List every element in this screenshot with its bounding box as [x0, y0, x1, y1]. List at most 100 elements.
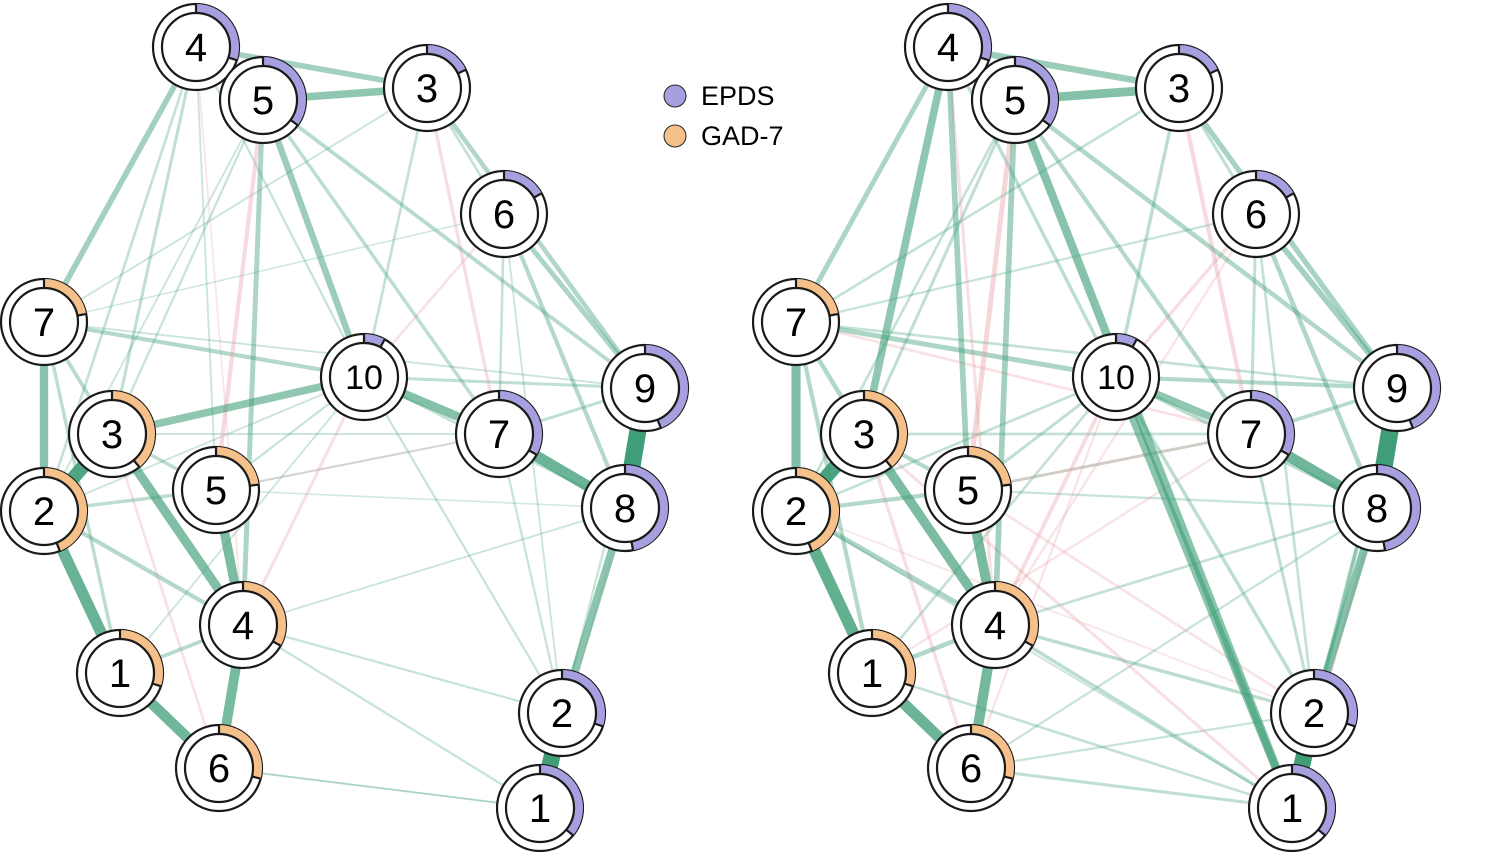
network-edge	[795, 319, 1117, 380]
node-label: 4	[937, 26, 959, 70]
node-label: 1	[109, 652, 131, 696]
network-edge	[1249, 433, 1316, 714]
network-edge	[1115, 374, 1398, 391]
network-edge	[43, 213, 505, 323]
network-node[interactable]: 3	[1134, 43, 1224, 133]
network-edge	[793, 45, 951, 324]
node-arc-end-tick	[1131, 338, 1138, 348]
network-node[interactable]: 4	[198, 580, 288, 670]
network-node[interactable]: 7	[1206, 389, 1296, 479]
node-predictability-arc	[795, 468, 839, 551]
network-node[interactable]: 7	[752, 277, 841, 367]
network-node[interactable]: 9	[600, 343, 690, 433]
node-label: 6	[960, 747, 982, 791]
network-node[interactable]: 4	[903, 2, 993, 92]
node-label: 5	[1004, 79, 1026, 123]
node-label: 7	[785, 301, 807, 345]
network-node[interactable]: 6	[174, 723, 264, 813]
network-edge	[1013, 98, 1253, 436]
node-predictability-arc	[644, 345, 688, 428]
network-edge	[1114, 87, 1181, 378]
network-node[interactable]: 1	[75, 628, 165, 718]
network-edge	[969, 376, 1118, 769]
network-node[interactable]: 10	[319, 332, 409, 422]
network-edge	[259, 98, 368, 379]
network-node[interactable]: 2	[1269, 668, 1359, 758]
network-node[interactable]: 8	[1332, 463, 1422, 553]
node-arc-end-tick	[1024, 640, 1034, 647]
network-node[interactable]: 10	[1071, 332, 1161, 422]
network-node[interactable]: 2	[0, 466, 89, 556]
network-node[interactable]: 5	[171, 445, 261, 535]
legend-label-epds: EPDS	[701, 81, 775, 111]
node-predictability-arc	[215, 447, 259, 486]
node-predictability-arc	[863, 391, 907, 468]
node-predictability-arc	[242, 582, 286, 646]
network-edge	[195, 46, 217, 491]
network-node[interactable]: 2	[752, 466, 841, 556]
network-node[interactable]: 5	[218, 55, 308, 145]
node-arc-end-tick	[565, 828, 574, 837]
network-edge	[218, 767, 541, 809]
node-label: 9	[634, 367, 656, 411]
node-arc-end-tick	[1209, 68, 1219, 75]
node-predictability-arc	[1313, 670, 1357, 727]
network-edge	[862, 433, 973, 769]
network-node[interactable]: 4	[151, 2, 241, 92]
node-label: 2	[785, 490, 807, 534]
network-node[interactable]: 6	[926, 723, 1016, 813]
network-node[interactable]: 1	[1247, 763, 1337, 852]
node-predictability-arc	[947, 4, 991, 61]
network-edge	[261, 99, 501, 435]
network-edge	[242, 623, 563, 715]
node-arc-end-tick	[55, 542, 61, 552]
node-predictability-arc	[624, 465, 668, 551]
network-node[interactable]: 3	[382, 43, 472, 133]
network-edge	[363, 376, 563, 714]
network-edge	[967, 432, 1252, 492]
network-node[interactable]: 5	[970, 55, 1060, 145]
network-node[interactable]: 9	[1352, 343, 1442, 433]
node-arc-end-tick	[656, 419, 662, 429]
network-edge	[795, 375, 1117, 513]
node-predictability-arc	[1250, 391, 1294, 455]
network-edge	[240, 99, 266, 626]
node-label: 5	[252, 79, 274, 123]
node-label: 10	[1097, 359, 1135, 397]
node-label: 3	[1168, 67, 1190, 111]
network-node[interactable]: 1	[495, 763, 585, 852]
network-node[interactable]: 3	[819, 389, 909, 479]
node-arc-end-tick	[979, 56, 990, 62]
network-edge	[1254, 213, 1316, 714]
network-node[interactable]: 4	[950, 580, 1040, 670]
network-node[interactable]: 3	[67, 389, 157, 479]
node-arc-end-tick	[1280, 449, 1290, 456]
network-edge	[362, 87, 429, 378]
legend-swatch-gad7	[663, 124, 687, 148]
network-edge	[215, 433, 500, 491]
network-edge	[994, 506, 1378, 627]
network-node[interactable]: 2	[517, 668, 607, 758]
node-arc-end-tick	[829, 312, 839, 317]
node-label: 6	[1245, 193, 1267, 237]
network-node[interactable]: 8	[580, 463, 670, 553]
network-edge	[41, 45, 199, 324]
node-label: 8	[614, 487, 636, 531]
network-node[interactable]: 7	[0, 277, 89, 367]
node-predictability-arc	[1014, 57, 1058, 126]
node-arc-end-tick	[528, 449, 538, 456]
network-edge	[795, 510, 1293, 809]
node-arc-end-tick	[272, 640, 282, 647]
network-edge	[1253, 213, 1380, 509]
node-arc-end-tick	[379, 338, 386, 348]
node-label: 1	[529, 787, 551, 831]
network-node[interactable]: 7	[454, 389, 544, 479]
node-predictability-arc	[498, 391, 542, 455]
node-arc-end-tick	[151, 682, 162, 688]
network-node[interactable]: 6	[1211, 169, 1301, 259]
network-node[interactable]: 1	[827, 628, 917, 718]
network-node[interactable]: 5	[923, 445, 1013, 535]
network-node[interactable]: 6	[459, 169, 549, 259]
node-arc-end-tick	[593, 722, 604, 728]
